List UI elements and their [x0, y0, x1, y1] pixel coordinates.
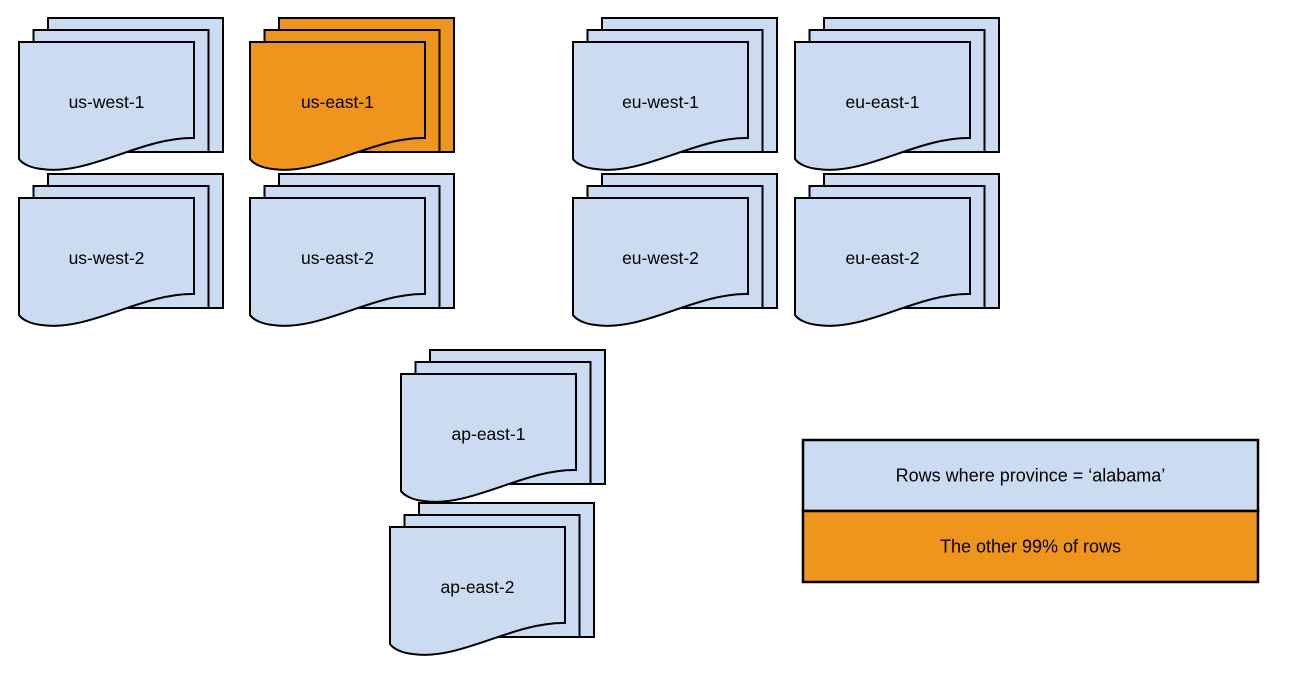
legend-row-alabama: Rows where province = ‘alabama’: [801, 438, 1260, 513]
shard-card-eu-east-1[interactable]: [794, 41, 971, 171]
shard-card-us-west-1[interactable]: [18, 41, 195, 171]
legend-row-other-swatch: [801, 509, 1260, 584]
shard-stack-eu-east-1[interactable]: eu-east-1: [794, 17, 1000, 171]
shard-card-us-west-2[interactable]: [18, 197, 195, 327]
shard-card-eu-east-2[interactable]: [794, 197, 971, 327]
shard-stack-us-east-2[interactable]: us-east-2: [249, 173, 455, 327]
shard-card-us-east-1[interactable]: [249, 41, 426, 171]
shard-stack-eu-east-2[interactable]: eu-east-2: [794, 173, 1000, 327]
shard-stack-eu-west-1[interactable]: eu-west-1: [572, 17, 778, 171]
legend-row-other-label: The other 99% of rows: [940, 536, 1121, 556]
legend-row-alabama-swatch: [801, 438, 1260, 513]
legend-group: Rows where province = ‘alabama’ The other…: [801, 438, 1260, 584]
legend-row-alabama-label: Rows where province = ‘alabama’: [896, 465, 1166, 485]
shard-stack-us-east-1[interactable]: us-east-1: [249, 17, 455, 171]
shard-card-ap-east-1[interactable]: [400, 373, 577, 503]
shard-card-eu-west-1[interactable]: [572, 41, 749, 171]
shard-stack-eu-west-2[interactable]: eu-west-2: [572, 173, 778, 327]
shard-card-ap-east-2[interactable]: [389, 526, 566, 656]
legend-row-other: The other 99% of rows: [801, 509, 1260, 584]
shard-stack-ap-east-2[interactable]: ap-east-2: [389, 502, 595, 656]
shard-card-eu-west-2[interactable]: [572, 197, 749, 327]
shard-stack-us-west-1[interactable]: us-west-1: [18, 17, 224, 171]
shard-stack-ap-east-1[interactable]: ap-east-1: [400, 349, 606, 503]
shard-card-us-east-2[interactable]: [249, 197, 426, 327]
shard-stack-us-west-2[interactable]: us-west-2: [18, 173, 224, 327]
